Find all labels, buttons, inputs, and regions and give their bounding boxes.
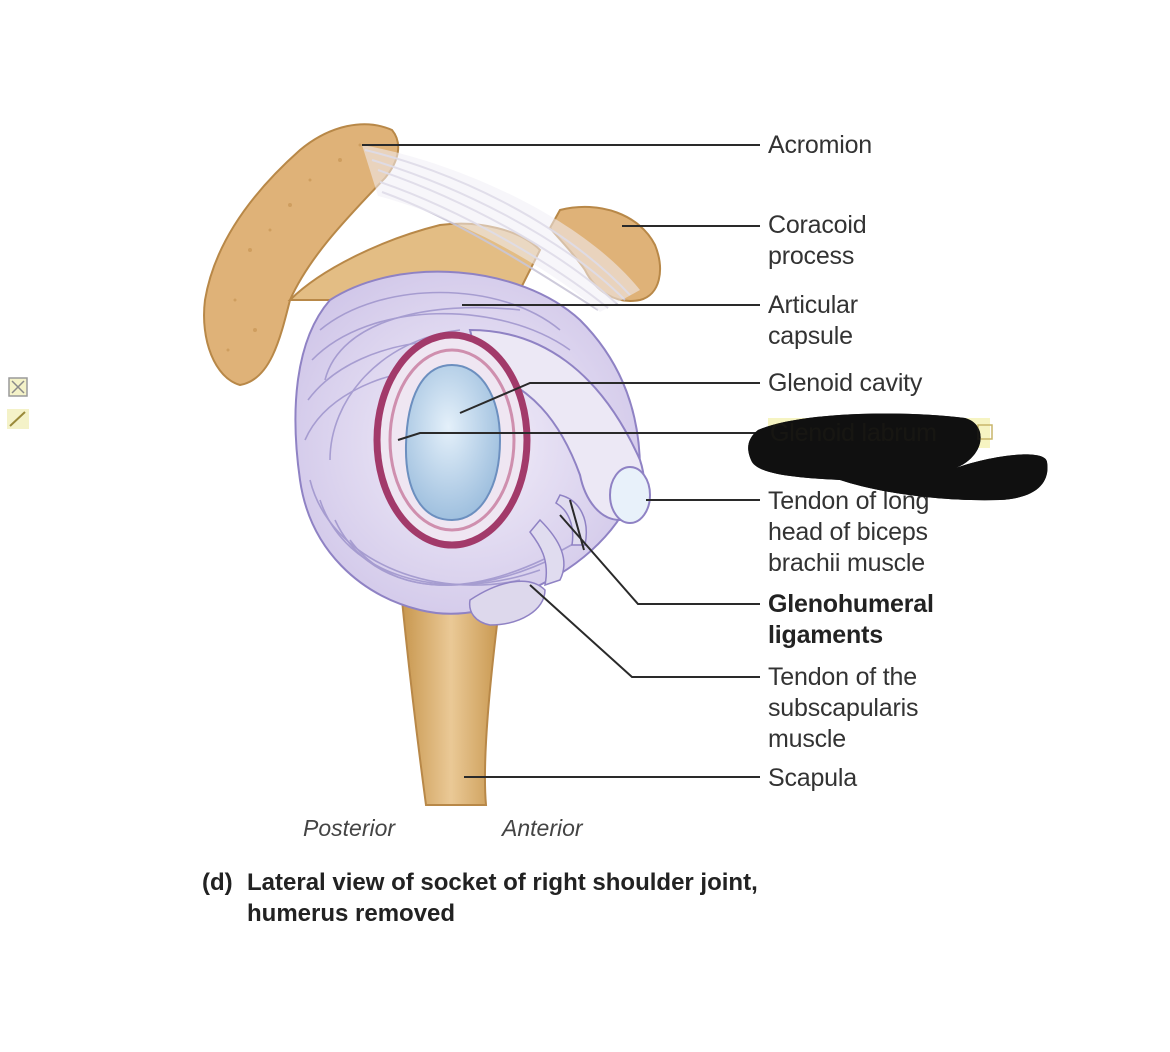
label-glenohumeral: Glenohumeral ligaments	[768, 589, 934, 651]
label-capsule-line1: Articular	[768, 291, 858, 319]
figure-caption: (d) Lateral view of socket of right shoul…	[202, 867, 758, 929]
scapula-shaft	[400, 599, 502, 806]
label-glenohumeral-line1: Glenohumeral	[768, 590, 934, 618]
subscapularis-tendon	[468, 580, 546, 626]
broken-image-icon[interactable]	[6, 376, 30, 398]
caption-prefix: (d)	[202, 869, 233, 896]
leader-subscap	[529, 584, 760, 678]
caption-text-line1: Lateral view of socket of right shoulder…	[247, 869, 758, 896]
caption-line1: (d) Lateral view of socket of right shoul…	[202, 867, 758, 898]
label-biceps-tendon: Tendon of long head of biceps brachii mu…	[768, 486, 929, 579]
caption-line2: humerus removed	[247, 900, 456, 927]
label-scapula: Scapula	[768, 764, 857, 792]
annotation-pen-icon[interactable]	[6, 408, 30, 430]
orientation-posterior: Posterior	[303, 815, 396, 841]
glenoid-cavity	[404, 363, 502, 522]
leader-glenoid-labrum	[397, 432, 770, 441]
label-subscap-line3: muscle	[768, 725, 846, 753]
label-capsule-line2: capsule	[768, 322, 853, 350]
leader-glenohumeral	[559, 514, 760, 605]
label-glenoid-cavity: Glenoid cavity	[768, 369, 923, 397]
label-glenohumeral-line2: ligaments	[768, 621, 883, 649]
label-acromion: Acromion	[768, 131, 872, 159]
label-biceps-line2: head of biceps	[768, 518, 928, 546]
label-coracoid-line1: Coracoid	[768, 211, 867, 239]
leader-glenoid-cavity	[459, 382, 760, 414]
label-biceps-line3: brachii muscle	[768, 549, 925, 577]
label-subscap-line2: subscapularis	[768, 694, 919, 722]
label-glenoid-labrum: Glenoid labrum	[770, 419, 937, 447]
label-biceps-line1: Tendon of long	[768, 487, 930, 515]
label-coracoid: Coracoid process	[768, 210, 867, 272]
label-subscap-line1: Tendon of the	[768, 663, 917, 691]
label-capsule: Articular capsule	[768, 290, 858, 352]
orientation-anterior: Anterior	[502, 815, 583, 841]
label-coracoid-line2: process	[768, 242, 855, 270]
label-subscapularis: Tendon of the subscapularis muscle	[768, 662, 918, 755]
